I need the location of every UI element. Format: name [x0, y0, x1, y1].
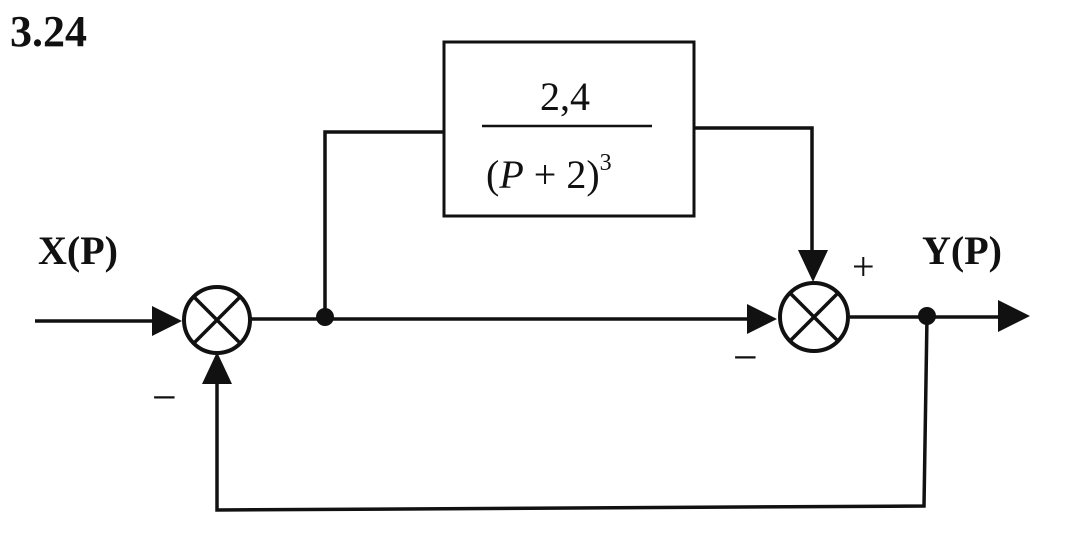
- block-denominator: (P + 2)3: [486, 150, 612, 197]
- arrowheads: [152, 250, 1030, 384]
- branch-point-dot: [316, 308, 334, 326]
- sign-first-sum-minus: −: [152, 373, 177, 422]
- transfer-function-block: 2,4 (P + 2)3: [442, 40, 696, 218]
- output-label: Y(P): [922, 228, 1002, 273]
- output-arrow: [998, 300, 1030, 332]
- feedback-arrow: [202, 352, 232, 384]
- forward-arrow: [747, 304, 777, 334]
- input-label: X(P): [38, 228, 118, 273]
- sign-second-sum-minus: −: [733, 333, 758, 382]
- input-arrow: [152, 306, 182, 336]
- sign-second-sum-plus: +: [852, 244, 875, 289]
- output-branch-point-dot: [918, 307, 936, 325]
- block-numerator: 2,4: [540, 74, 590, 119]
- block-output-arrow: [798, 250, 828, 282]
- block-output-wire: [694, 126, 814, 252]
- feedback-wire: [215, 316, 929, 512]
- summing-junction-1: [182, 285, 252, 355]
- summing-junction-2: [778, 281, 850, 353]
- branch-to-block-wire: [323, 130, 444, 317]
- problem-number: 3.24: [10, 7, 87, 56]
- block-rect: [442, 40, 696, 218]
